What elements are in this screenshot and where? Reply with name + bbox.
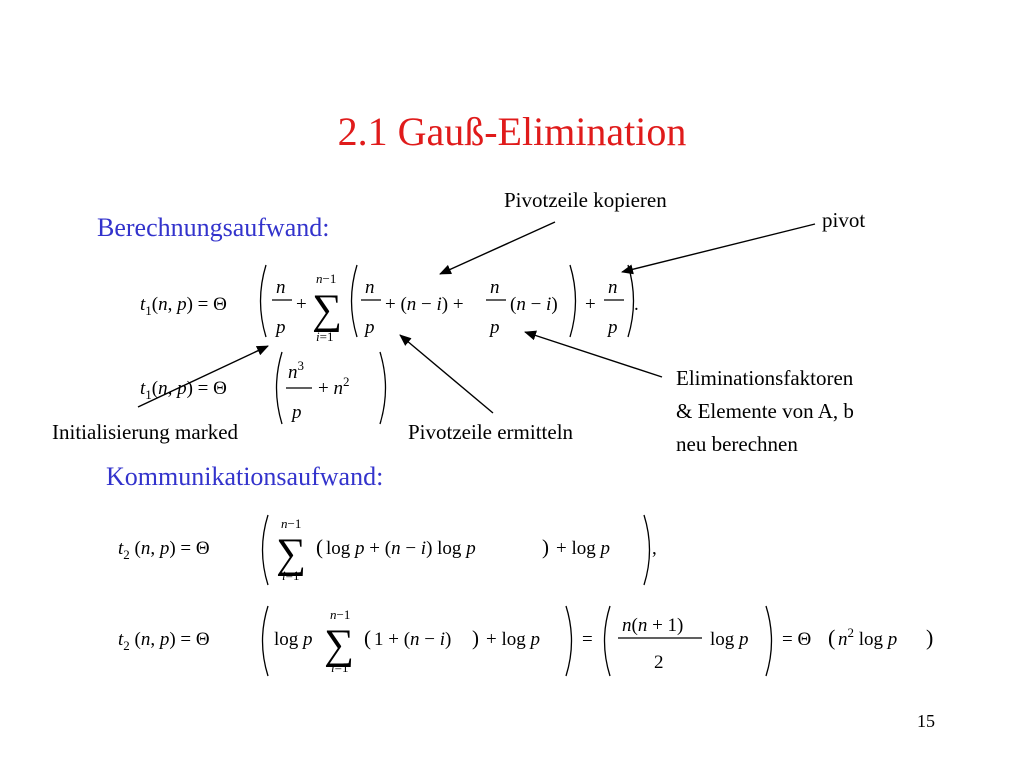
svg-text:n: n	[490, 277, 500, 298]
arrow-pivot	[621, 223, 816, 275]
svg-text:∑: ∑	[324, 622, 354, 668]
svg-text:t1(n, p) = Θ: t1(n, p) = Θ	[140, 294, 227, 318]
svg-text:n2 log p: n2 log p	[838, 625, 897, 650]
annotation-initialisierung: Initialisierung marked	[52, 420, 239, 444]
computation-heading: Berechnungsaufwand:	[97, 213, 330, 242]
svg-text:(: (	[364, 626, 371, 650]
svg-text:+: +	[585, 294, 596, 315]
svg-text:p: p	[488, 317, 500, 338]
svg-text:t1(n, p) = Θ: t1(n, p) = Θ	[140, 378, 227, 402]
svg-text:+ (n − i) +: + (n − i) +	[385, 294, 464, 315]
svg-text:): )	[542, 535, 549, 559]
annotation-pivotzeile-ermitteln: Pivotzeile ermitteln	[408, 420, 574, 444]
annotation-eliminationsfaktoren-line1: Eliminationsfaktoren	[676, 366, 854, 390]
arrow-pivotzeile-ermitteln	[399, 334, 494, 414]
svg-text:n−1: n−1	[316, 271, 336, 286]
svg-text:= Θ: = Θ	[782, 629, 811, 650]
svg-text:1 + (n − i): 1 + (n − i)	[374, 629, 451, 650]
page-number: 15	[917, 711, 935, 731]
svg-text:): )	[926, 625, 933, 650]
annotation-pivot: pivot	[822, 208, 866, 232]
svg-text:log p: log p	[710, 629, 749, 650]
arrow-pivotzeile-kopieren	[439, 221, 556, 275]
annotation-eliminationsfaktoren-line3: neu berechnen	[676, 432, 798, 456]
svg-text:p: p	[363, 317, 375, 338]
svg-text:log p + (n − i) log p: log p + (n − i) log p	[326, 538, 476, 559]
svg-text:p: p	[290, 402, 302, 423]
svg-text:t2 (n, p) = Θ: t2 (n, p) = Θ	[118, 538, 210, 562]
svg-text:∑: ∑	[276, 531, 306, 577]
svg-text:n3: n3	[288, 358, 304, 383]
svg-text:.: .	[634, 294, 639, 315]
svg-text:+ log p: + log p	[556, 538, 610, 559]
svg-text:n: n	[608, 277, 618, 298]
annotation-pivotzeile-kopieren: Pivotzeile kopieren	[504, 188, 667, 212]
communication-heading: Kommunikationsaufwand:	[106, 462, 384, 491]
svg-text:2: 2	[654, 652, 664, 673]
svg-text:p: p	[274, 317, 286, 338]
svg-text:(n − i): (n − i)	[510, 294, 558, 315]
svg-text:p: p	[606, 317, 618, 338]
svg-text:n(n + 1): n(n + 1)	[622, 615, 683, 636]
svg-text:n: n	[276, 277, 286, 298]
svg-text:log p: log p	[274, 629, 313, 650]
svg-text:+ log p: + log p	[486, 629, 540, 650]
svg-text:t2 (n, p) = Θ: t2 (n, p) = Θ	[118, 629, 210, 653]
svg-text:): )	[472, 626, 479, 650]
arrow-initialisierung	[137, 345, 269, 408]
svg-text:(: (	[828, 625, 835, 650]
slide-title: 2.1 Gauß-Elimination	[337, 109, 687, 154]
svg-text:i=1: i=1	[316, 329, 333, 344]
svg-text:∑: ∑	[312, 287, 342, 333]
arrow-eliminationsfaktoren	[524, 330, 663, 378]
svg-text:=: =	[582, 629, 593, 650]
svg-text:,: ,	[652, 538, 657, 559]
svg-text:i=1: i=1	[331, 660, 348, 675]
svg-text:+: +	[296, 294, 307, 315]
svg-text:i=1: i=1	[282, 568, 299, 583]
svg-text:n−1: n−1	[281, 516, 301, 531]
svg-text:n−1: n−1	[330, 607, 350, 622]
svg-text:(: (	[316, 535, 323, 559]
annotation-eliminationsfaktoren-line2: & Elemente von A, b	[676, 399, 854, 423]
svg-text:n: n	[365, 277, 375, 298]
